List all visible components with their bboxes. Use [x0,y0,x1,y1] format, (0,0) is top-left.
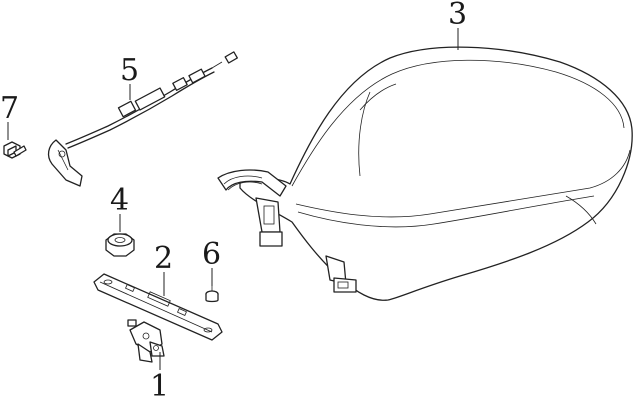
nut-icon [105,233,135,257]
mounting-plate-icon [93,273,223,341]
callout-3: 3 [448,0,467,32]
seat-latch-lock-icon [127,319,165,363]
callout-1: 1 [150,369,169,400]
callout-2: 2 [154,241,173,276]
callout-5: 5 [120,53,139,88]
callout-7: 7 [0,91,19,126]
screw-icon [205,286,219,303]
callout-4: 4 [110,183,129,218]
callout-6: 6 [202,237,221,272]
bolt-icon [3,141,27,159]
seat-icon [217,46,633,301]
release-cable-icon [47,51,238,187]
